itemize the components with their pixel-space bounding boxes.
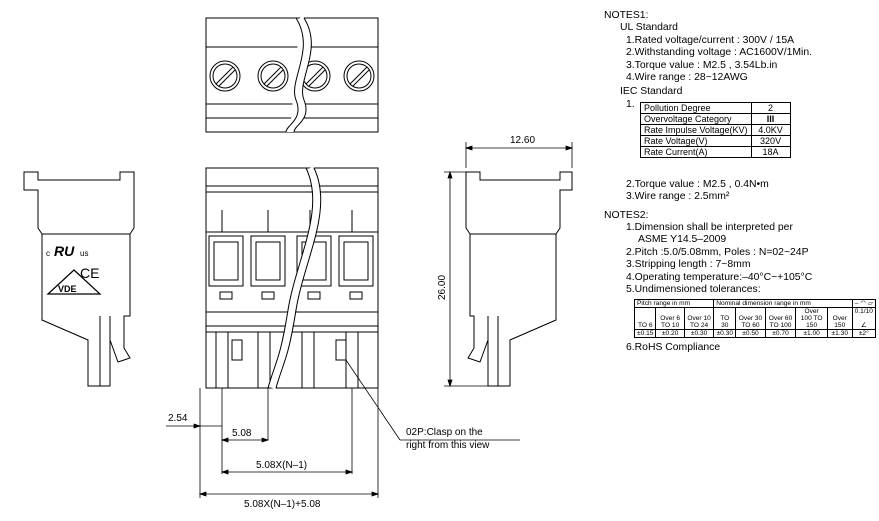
table-row: Rate Voltage(V)320V <box>640 134 791 147</box>
notes2-item: 2.Pitch :5.0/5.08mm, Poles : N=02~24P <box>626 246 809 258</box>
nominal-range: Over 150 <box>826 306 853 330</box>
top-view <box>205 16 379 133</box>
notes2-item: 3.Stripping length : 7~8mm <box>626 259 751 271</box>
nominal-tol: ±0.50 <box>735 328 766 338</box>
ul-item: 3.Torque value : M2.5 , 3.54Lb.in <box>626 59 778 71</box>
iec-label: Overvoltage Category <box>640 112 752 125</box>
notes2-title: NOTES2: <box>604 209 649 221</box>
ul-item: 2.Withstanding voltage : AC1600V/1Min. <box>626 47 812 59</box>
notes1-title: NOTES1: <box>604 10 649 21</box>
dim-span-inner: 5.08X(N–1) <box>256 460 307 471</box>
ul-item: 4.Wire range : 28~12AWG <box>626 72 748 84</box>
nominal-tol: ±1.00 <box>795 328 828 338</box>
table-row: ±0.15 ±0.20 ±0.30 ±0.30 ±0.50 ±0.70 ±1.0… <box>633 328 877 338</box>
notes2-item: 4.Operating temperature:–40°C~+105°C <box>626 271 813 283</box>
nominal-range: Over 30 TO 60 <box>735 306 766 330</box>
ce-mark: CE <box>80 265 99 281</box>
dim-width: 12.60 <box>510 135 535 146</box>
callout-line1: 02P:Clasp on the <box>406 427 483 438</box>
cert-ur: RU <box>54 243 75 259</box>
notes2-item: ASME Y14.5–2009 <box>638 234 727 246</box>
notes2-item: 5.Undimensioned tolerances: <box>626 284 761 296</box>
notes-panel: NOTES1: UL Standard 1.Rated voltage/curr… <box>604 10 877 354</box>
iec-label: Rate Current(A) <box>640 145 752 158</box>
dim-pitch: 5.08 <box>232 428 252 439</box>
iec-item: 3.Wire range : 2.5mm² <box>626 191 730 203</box>
wire-entry-1 <box>208 235 244 300</box>
nominal-tol: ±0.70 <box>764 328 797 338</box>
iec-heading: IEC Standard <box>620 86 683 98</box>
right-side-view <box>465 171 573 387</box>
iec-value: 320V <box>750 134 791 147</box>
geo-tol: 0.1/10∠ <box>851 306 877 330</box>
iec-label: Pollution Degree <box>640 101 752 114</box>
screw-hole-1 <box>209 60 241 92</box>
ul-heading: UL Standard <box>620 22 678 34</box>
notes2-item: 6.RoHS Compliance <box>626 341 721 353</box>
nominal-header: Nominal dimension range in mm <box>713 298 853 308</box>
iec-value: III <box>750 112 791 125</box>
dimension-lines <box>166 142 574 498</box>
iec-num: 1. <box>626 98 635 110</box>
iec-label: Rate Voltage(V) <box>640 134 752 147</box>
tolerance-table: Pitch range in mm Nominal dimension rang… <box>633 298 877 338</box>
iec-label: Rate Impulse Voltage(KV) <box>640 123 752 136</box>
iec-value: 18A <box>750 145 791 158</box>
callout-line2: right from this view <box>406 440 490 451</box>
nominal-range: TO 30 <box>713 306 737 330</box>
cert-c: c <box>46 249 50 258</box>
table-row: TO 6 Over 6 TO 10 Over 10 TO 24 TO 30 Ov… <box>633 306 877 330</box>
table-row: Rate Impulse Voltage(KV)4.0KV <box>640 123 791 136</box>
table-row: Rate Current(A)18A <box>640 145 791 158</box>
nominal-tol: ±0.30 <box>713 328 737 338</box>
pitch-tol: ±0.15 <box>633 328 657 338</box>
pitch-header: Pitch range in mm <box>633 298 715 308</box>
pitch-tol: ±0.30 <box>683 328 715 338</box>
iec-value: 4.0KV <box>750 123 791 136</box>
pitch-range: Over 10 TO 24 <box>683 306 715 330</box>
front-view <box>205 166 379 389</box>
pitch-tol: ±0.20 <box>655 328 685 338</box>
iec-value: 2 <box>750 101 791 114</box>
screw-hole-4 <box>343 60 375 92</box>
notes2-item: 1.Dimension shall be interpreted per <box>626 222 793 234</box>
vde-triangle <box>46 269 102 295</box>
left-side-view <box>23 171 135 387</box>
angle-tol: ±2° <box>851 328 877 338</box>
ul-item: 1.Rated voltage/current : 300V / 15A <box>626 34 795 46</box>
geo-symbols: – ◠ ▱ <box>851 298 877 308</box>
table-row: Pitch range in mm Nominal dimension rang… <box>633 298 877 308</box>
dim-height: 26.00 <box>437 275 448 300</box>
screw-hole-2 <box>257 60 289 92</box>
dim-offset: 2.54 <box>168 413 188 424</box>
pitch-range: Over 6 TO 10 <box>655 306 685 330</box>
vde-mark: VDE <box>58 284 77 294</box>
nominal-tol: ±1.30 <box>826 328 853 338</box>
wire-entry-4 <box>338 235 374 300</box>
nominal-range: Over 60 TO 100 <box>764 306 797 330</box>
iec-item: 2.Torque value : M2.5 , 0.4N•m <box>626 178 769 190</box>
wire-entry-2 <box>250 235 286 300</box>
cert-us: us <box>80 249 88 258</box>
pitch-range: TO 6 <box>633 306 657 330</box>
dim-span-total: 5.08X(N–1)+5.08 <box>244 499 321 510</box>
nominal-range: Over 100 TO 150 <box>795 306 828 330</box>
